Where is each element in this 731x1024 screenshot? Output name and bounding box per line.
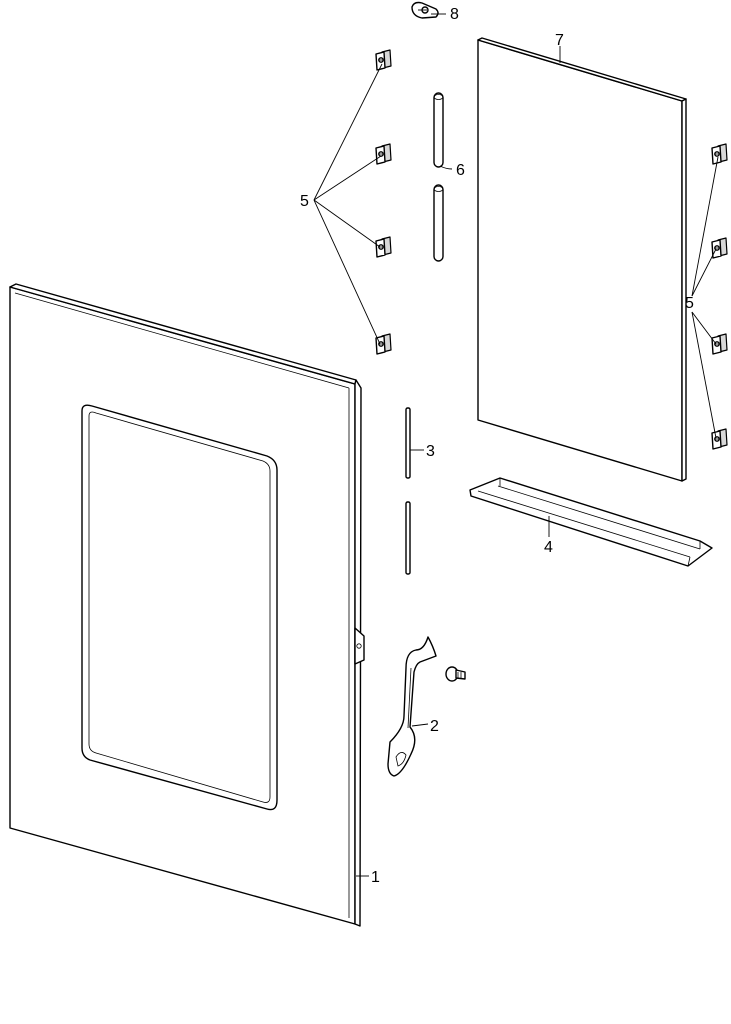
callout-3: 3 bbox=[426, 443, 435, 460]
hinge-screw bbox=[445, 666, 466, 682]
door-panel bbox=[9, 283, 365, 927]
callout-2: 2 bbox=[430, 718, 439, 735]
bottom-rail bbox=[469, 477, 713, 567]
callout-6: 6 bbox=[456, 162, 465, 179]
leader-lines bbox=[313, 9, 719, 877]
glass-panel bbox=[477, 37, 687, 482]
callout-5-left: 5 bbox=[300, 193, 309, 210]
hinge-bracket bbox=[387, 636, 437, 777]
callout-8: 8 bbox=[450, 6, 459, 23]
dowel-pins bbox=[433, 92, 444, 262]
callout-4: 4 bbox=[544, 539, 553, 556]
callout-1: 1 bbox=[371, 869, 380, 886]
callout-labels: 1 2 3 4 5 5 6 7 8 bbox=[300, 6, 694, 886]
callout-7: 7 bbox=[555, 32, 564, 49]
callout-5-right: 5 bbox=[685, 295, 694, 312]
pin-pair bbox=[405, 407, 411, 575]
